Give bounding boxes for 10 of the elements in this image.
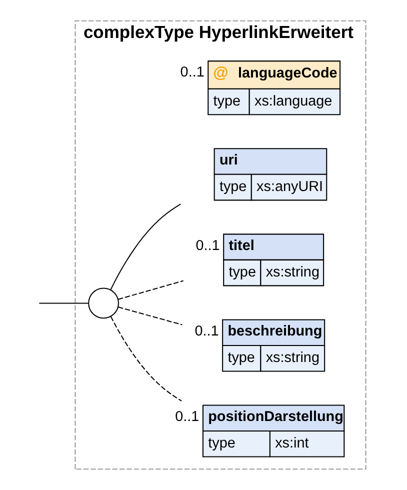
connector — [118, 280, 184, 300]
node-label: 0..1 — [194, 323, 219, 340]
connector — [118, 306, 182, 326]
connector — [39, 302, 89, 304]
node-label: 0..1 — [175, 408, 200, 425]
connector — [110, 316, 182, 402]
node-label: 0..1 — [180, 64, 204, 81]
connector — [110, 204, 181, 290]
node-circle — [88, 288, 119, 319]
node-label: 0..1 — [196, 238, 220, 254]
